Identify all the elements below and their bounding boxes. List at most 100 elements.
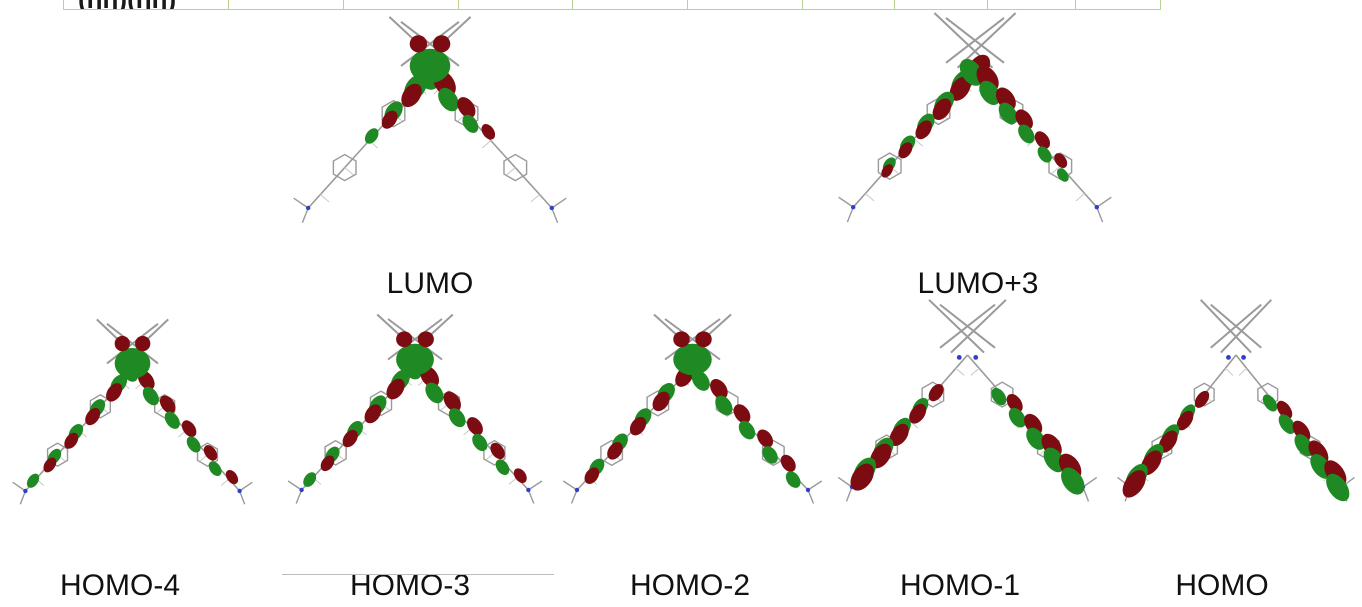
orbital-lobe	[159, 395, 176, 414]
orbital-lobe	[409, 35, 428, 53]
table-cell	[344, 0, 459, 9]
orbital-lobes	[26, 335, 239, 488]
orbital-lobe	[738, 420, 756, 440]
orbital-lobes	[881, 54, 1069, 182]
orbital-lobe	[106, 383, 123, 402]
orbital-isosurface-image	[562, 313, 823, 504]
table-cell: (ηη)(ηη)	[64, 0, 230, 9]
orbital-lobe	[1054, 153, 1068, 169]
orbital-lobe	[43, 457, 57, 473]
orbital-lobe	[928, 383, 944, 402]
molecule-skeleton	[287, 313, 543, 504]
orbital-lobe	[673, 343, 712, 376]
orbital-lobe	[1006, 393, 1023, 413]
orbital-lobe	[448, 408, 466, 428]
orbital-lobe	[225, 469, 239, 485]
orbital-lobe	[979, 80, 1001, 105]
orbital-lobe	[757, 429, 774, 448]
orbital-panel	[1110, 295, 1362, 570]
orbital-label: LUMO+3	[917, 267, 1039, 300]
orbital-lobe	[401, 83, 422, 108]
orbital-panel	[280, 310, 550, 570]
orbital-lobe	[462, 114, 479, 133]
orbital-lobes	[850, 383, 1085, 495]
orbital-panel	[5, 315, 260, 570]
molecule-skeleton	[562, 313, 823, 504]
orbital-lobe	[1176, 410, 1194, 431]
orbital-lobe	[1122, 470, 1146, 498]
orbital-lobe	[85, 407, 101, 426]
orbital-lobe	[417, 331, 434, 348]
orbital-lobe	[1278, 414, 1296, 434]
orbital-lobe	[584, 467, 600, 484]
orbital-lobe	[513, 468, 527, 484]
table-cell	[459, 0, 574, 9]
orbital-lobe	[364, 128, 379, 144]
orbital-lobe	[710, 379, 728, 399]
orbital-panel	[830, 295, 1105, 570]
orbital-lobe	[898, 142, 913, 159]
orbital-lobe	[438, 87, 459, 112]
orbital-lobe	[1037, 146, 1052, 163]
orbital-label: LUMO	[386, 267, 474, 300]
table-cell	[988, 0, 1076, 9]
table-cell	[895, 0, 989, 9]
orbital-panel	[285, 12, 575, 292]
orbital-lobe	[733, 404, 751, 424]
molecule-skeleton	[12, 318, 253, 505]
orbital-lobe	[762, 446, 778, 464]
orbital-label: HOMO-4	[60, 569, 180, 602]
orbital-lobe	[695, 331, 712, 348]
orbital-lobe	[691, 370, 710, 391]
orbital-lobe	[1034, 131, 1051, 149]
orbital-lobe	[1194, 390, 1210, 408]
orbital-isosurface-image	[1117, 299, 1355, 502]
orbital-lobe	[1061, 467, 1085, 495]
orbital-lobe	[425, 382, 444, 404]
orbital-lobe	[1276, 400, 1293, 420]
orbital-lobe	[64, 432, 79, 449]
orbital-lobe	[164, 411, 180, 429]
orbital-lobe	[396, 331, 413, 348]
orbital-lobe	[715, 395, 733, 416]
orbital-lobe	[114, 335, 130, 352]
orbital-lobe	[466, 417, 483, 436]
orbital-lobe	[181, 420, 197, 437]
orbital-lobe	[1057, 168, 1069, 182]
orbital-lobes	[1122, 390, 1350, 502]
table-cell	[229, 0, 344, 9]
orbital-panel	[555, 310, 830, 570]
orbital-lobe	[26, 473, 40, 488]
orbital-lobe	[932, 98, 952, 121]
orbital-lobe	[457, 97, 476, 118]
orbital-isosurface-image	[287, 313, 543, 504]
orbital-lobe	[142, 386, 159, 406]
table-fragment: (ηη)(ηη)	[63, 0, 1161, 10]
orbital-lobe	[186, 436, 201, 453]
orbital-lobe	[889, 423, 909, 446]
orbital-lobe	[1262, 394, 1278, 412]
orbital-lobe	[998, 102, 1018, 125]
orbital-lobe	[481, 124, 496, 140]
orbital-lobes	[364, 35, 496, 144]
orbital-lobe	[472, 433, 488, 452]
orbital-lobe	[1158, 430, 1178, 453]
orbital-lobe	[652, 391, 670, 412]
table-cell	[573, 0, 688, 9]
orbital-lobe	[629, 416, 647, 436]
divider-line	[282, 574, 554, 575]
table-cell-text: (ηη)(ηη)	[78, 0, 176, 9]
orbital-lobe	[959, 58, 984, 86]
orbital-lobe	[949, 76, 971, 101]
orbital-lobe	[850, 463, 874, 491]
orbital-lobe	[303, 472, 317, 487]
orbital-label: HOMO-1	[900, 569, 1020, 602]
table-cell	[688, 0, 803, 9]
orbital-lobe	[1015, 109, 1033, 130]
orbital-lobe	[396, 343, 434, 376]
orbital-label: HOMO-2	[630, 569, 750, 602]
orbital-isosurface-image	[12, 318, 253, 505]
orbital-lobe	[490, 442, 505, 460]
orbital-lobe	[342, 429, 358, 448]
orbital-lobe	[203, 445, 218, 461]
